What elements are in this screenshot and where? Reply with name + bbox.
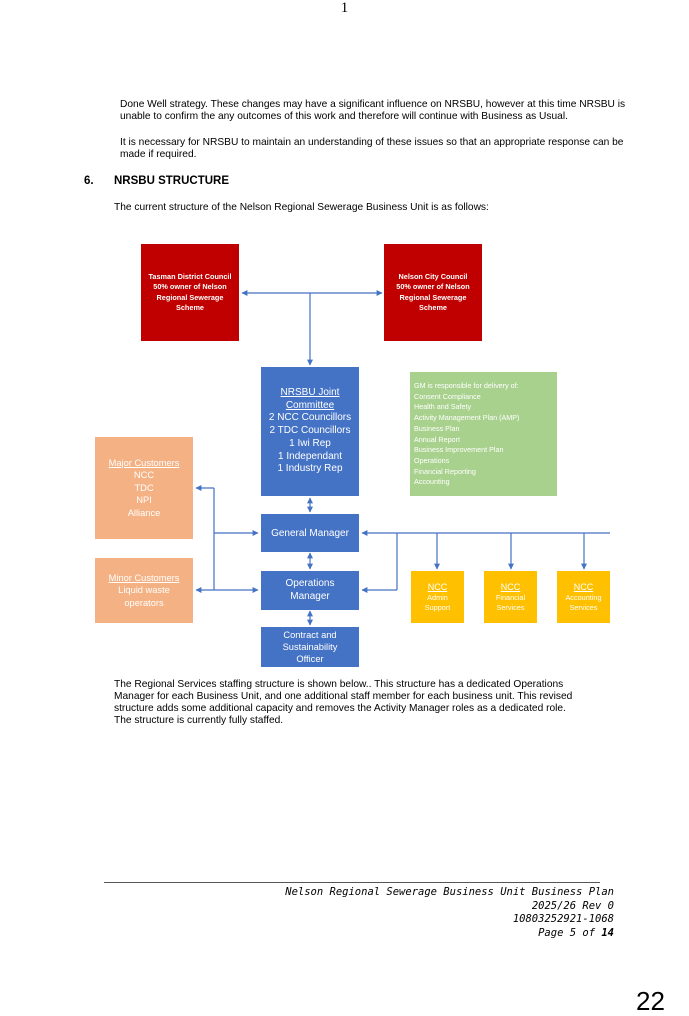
contract-officer-line: Officer	[296, 654, 324, 665]
minor-customers-box: Minor Customers Liquid waste operators	[95, 558, 193, 623]
major-customer-item: TDC	[134, 482, 154, 493]
ncc-admin-title: NCC	[427, 581, 448, 592]
ncc-accounting-line: Services	[569, 603, 598, 612]
contract-sustainability-officer-box: Contract and Sustainability Officer	[261, 627, 359, 667]
joint-committee-member: 2 NCC Councillors	[268, 412, 352, 424]
joint-committee-member: 2 TDC Councillors	[269, 425, 351, 437]
corner-page-number: 22	[636, 986, 665, 1016]
ncc-accounting-services-box: NCC Accounting Services	[557, 571, 610, 623]
major-customer-item: NCC	[133, 470, 155, 481]
nelson-city-council-box: Nelson City Council 50% owner of Nelson …	[384, 244, 482, 341]
footer-document-id: 10803252921-1068	[512, 913, 614, 925]
footer-page-total: 14	[601, 926, 614, 939]
joint-committee-member: 1 Independant	[278, 450, 342, 462]
paragraph-done-well: Done Well strategy. These changes may ha…	[120, 99, 626, 122]
ncc-accounting-title: NCC	[573, 581, 594, 592]
tasman-district-council-box: Tasman District Council 50% owner of Nel…	[141, 244, 239, 341]
gm-responsibility-item: Financial Reporting	[414, 466, 476, 476]
tdc-line: Scheme	[176, 303, 204, 312]
gm-responsibility-item: Business Plan	[414, 423, 460, 433]
joint-committee-member: 1 Iwi Rep	[289, 437, 331, 449]
gm-responsibility-item: Business Improvement Plan	[414, 445, 504, 455]
gm-responsibility-item: Annual Report	[414, 434, 460, 444]
gm-responsibility-item: Operations	[414, 455, 450, 465]
contract-officer-line: Sustainability	[282, 641, 338, 652]
tdc-line: Tasman District Council	[148, 271, 232, 281]
contract-officer-line: Contract and	[283, 629, 337, 640]
minor-customer-item: operators	[124, 597, 164, 608]
ncc-line: Nelson City Council	[398, 271, 468, 281]
ncc-accounting-line: Accounting	[565, 592, 602, 602]
tdc-line: Regional Sewerage	[156, 292, 224, 302]
ncc-financial-line: Services	[496, 603, 525, 612]
ncc-line: Regional Sewerage	[399, 292, 467, 302]
joint-committee-member: 1 Industry Rep	[277, 463, 343, 475]
paragraph-staffing-structure: The Regional Services staffing structure…	[114, 679, 573, 726]
footer-block: Nelson Regional Sewerage Business Unit B…	[280, 886, 614, 940]
major-customers-box: Major Customers NCC TDC NPI Alliance	[95, 437, 193, 539]
ncc-financial-services-box: NCC Financial Services	[484, 571, 537, 623]
org-chart-connectors	[195, 290, 610, 626]
footer-revision: 2025/26 Rev 0	[531, 899, 614, 912]
ncc-line: Scheme	[419, 303, 447, 312]
operations-manager-line: Operations	[285, 577, 335, 589]
operations-manager-line: Manager	[290, 590, 330, 602]
gm-responsibilities-title: GM is responsible for delivery of:	[414, 381, 519, 390]
ncc-financial-line: Financial	[495, 592, 526, 602]
top-page-number: 1	[340, 0, 349, 16]
footer-page-of: of	[576, 926, 602, 939]
gm-responsibility-item: Health and Safety	[414, 402, 472, 412]
ncc-admin-line: Admin	[427, 592, 448, 602]
gm-responsibility-item: Accounting	[414, 477, 450, 487]
operations-manager-box: Operations Manager	[261, 571, 359, 610]
tdc-line: 50% owner of Nelson	[153, 282, 227, 291]
joint-committee-title: Committee	[285, 399, 335, 411]
gm-responsibility-item: Activity Management Plan (AMP)	[414, 413, 520, 423]
general-manager-box: General Manager	[261, 514, 359, 552]
minor-customers-title: Minor Customers	[108, 572, 180, 583]
paragraph-understanding: It is necessary for NRSBU to maintain an…	[120, 137, 624, 160]
major-customer-item: Alliance	[127, 507, 161, 518]
joint-committee-box: NRSBU Joint Committee 2 NCC Councillors …	[261, 367, 359, 496]
footer-page-number: Page 5 of 14	[280, 927, 614, 941]
gm-responsibility-item: Consent Compliance	[414, 391, 481, 401]
section-title: NRSBU STRUCTURE	[114, 175, 229, 187]
major-customers-title: Major Customers	[108, 457, 180, 468]
footer-plan-title: Nelson Regional Sewerage Business Unit B…	[285, 886, 614, 898]
ncc-admin-line: Support	[424, 603, 451, 612]
footer-page-prefix: Page	[538, 926, 570, 939]
ncc-line: 50% owner of Nelson	[396, 282, 470, 291]
joint-committee-title: NRSBU Joint	[280, 386, 340, 398]
paragraph-structure-intro: The current structure of the Nelson Regi…	[114, 202, 489, 213]
major-customer-item: NPI	[136, 495, 152, 506]
ncc-admin-support-box: NCC Admin Support	[411, 571, 464, 623]
footer-page-current: 5	[569, 926, 577, 939]
footer-divider	[104, 882, 600, 883]
ncc-financial-title: NCC	[500, 581, 521, 592]
gm-responsibilities-box: GM is responsible for delivery of: Conse…	[410, 372, 557, 496]
section-number: 6.	[84, 175, 94, 187]
minor-customer-item: Liquid waste	[118, 585, 170, 596]
general-manager-label: General Manager	[271, 527, 349, 539]
